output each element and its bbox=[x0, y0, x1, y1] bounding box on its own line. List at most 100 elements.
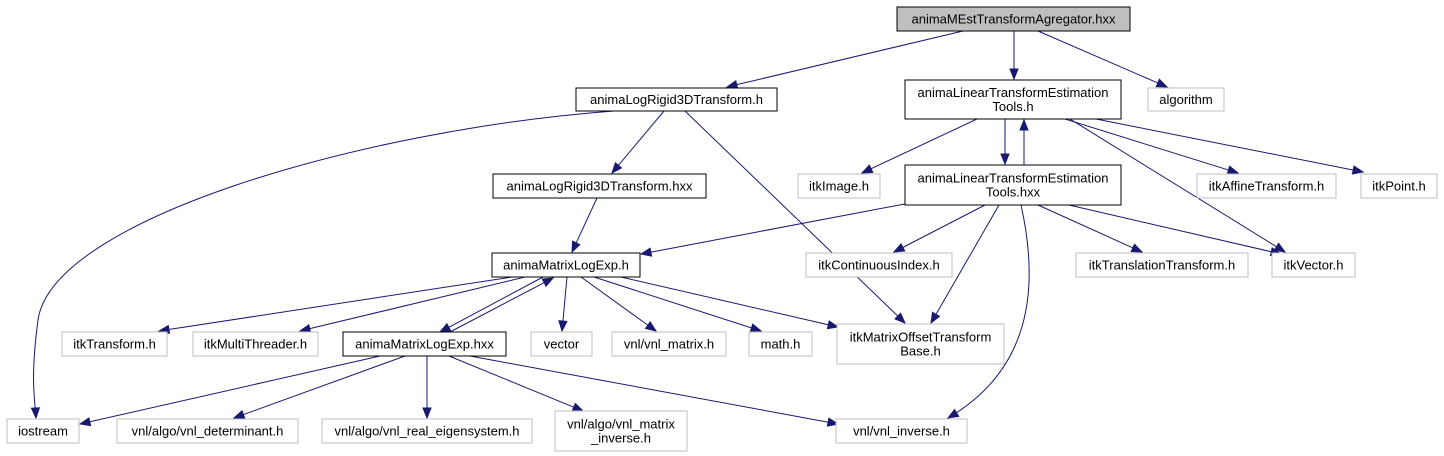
node-layer: animaMEstTransformAgregator.hxx animaLogR… bbox=[6, 6, 1438, 452]
node-label: itkTransform.h bbox=[73, 337, 156, 352]
edge-line bbox=[447, 276, 544, 329]
edge-arrowhead bbox=[644, 321, 658, 332]
node-label: iostream bbox=[18, 424, 68, 439]
edge-arrowhead bbox=[826, 417, 840, 427]
node-box bbox=[491, 252, 641, 278]
node-label: animaLinearTransformEstimation bbox=[918, 171, 1109, 186]
edge-line bbox=[1064, 118, 1230, 171]
node-matrixlogexp-h[interactable]: animaMatrixLogExp.h bbox=[491, 252, 641, 278]
edge-matrixlogexp-h-to-vector bbox=[558, 276, 568, 333]
node-label: animaMEstTransformAgregator.hxx bbox=[912, 12, 1116, 27]
node-label: vnl/vnl_inverse.h bbox=[853, 424, 950, 439]
node-vnl-eigensystem: vnl/algo/vnl_real_eigensystem.h bbox=[321, 418, 533, 444]
node-iostream: iostream bbox=[6, 418, 80, 444]
edge-line bbox=[649, 202, 911, 253]
node-label: animaLogRigid3DTransform.hxx bbox=[507, 179, 693, 194]
edge-matrixlogexp-h-to-itkMatrixOffset bbox=[620, 276, 840, 330]
node-box bbox=[1075, 252, 1249, 278]
node-logrigid-h[interactable]: animaLogRigid3DTransform.h bbox=[575, 87, 778, 112]
edge-matrixlogexp-hxx-to-vnl-inverse bbox=[469, 355, 840, 427]
node-vnl-matrix-inverse: vnl/algo/vnl_matrix_inverse.h bbox=[554, 410, 688, 452]
node-box bbox=[748, 331, 813, 357]
node-label: vnl/algo/vnl_matrix bbox=[567, 417, 675, 432]
edge-arrowhead bbox=[1351, 165, 1365, 175]
edge-line bbox=[684, 110, 899, 318]
node-logrigid-hxx[interactable]: animaLogRigid3DTransform.hxx bbox=[492, 173, 707, 199]
node-label: vnl/algo/vnl_real_eigensystem.h bbox=[335, 424, 520, 439]
node-vnl-matrix: vnl/vnl_matrix.h bbox=[611, 331, 727, 357]
edge-arrowhead bbox=[571, 402, 585, 412]
edge-line bbox=[593, 276, 753, 329]
node-itkImage: itkImage.h bbox=[797, 173, 881, 199]
edge-line bbox=[1037, 30, 1159, 84]
node-itkVector: itkVector.h bbox=[1271, 252, 1356, 278]
node-algorithm: algorithm bbox=[1147, 87, 1225, 112]
edge-arrowhead bbox=[422, 407, 432, 420]
edge-logrigid-hxx-to-matrixlogexp-h bbox=[571, 197, 598, 254]
edge-logrigid-h-to-iostream bbox=[30, 110, 615, 420]
edge-line bbox=[1037, 204, 1135, 249]
node-itkMultiThreader: itkMultiThreader.h bbox=[192, 331, 319, 357]
edge-arrowhead bbox=[30, 407, 41, 420]
edge-arrowhead bbox=[725, 79, 739, 90]
edge-arrowhead bbox=[541, 277, 555, 288]
edge-matrixlogexp-h-to-vnl-matrix bbox=[580, 276, 658, 332]
edge-matrixlogexp-h-to-math bbox=[593, 276, 763, 333]
edge-layer bbox=[30, 30, 1365, 427]
edge-linear-tools-hxx-to-matrixlogexp-h bbox=[639, 202, 911, 257]
edge-line bbox=[88, 355, 381, 423]
node-box bbox=[896, 6, 1131, 32]
node-box bbox=[116, 418, 299, 444]
edge-line bbox=[448, 355, 575, 409]
edge-line bbox=[1068, 204, 1273, 253]
edge-arrowhead bbox=[611, 161, 623, 175]
edge-arrowhead bbox=[1019, 118, 1029, 131]
node-label: vector bbox=[544, 337, 580, 352]
node-box bbox=[904, 79, 1122, 120]
edge-arrowhead bbox=[558, 320, 568, 333]
node-matrixlogexp-hxx[interactable]: animaMatrixLogExp.hxx bbox=[342, 331, 507, 357]
edge-arrowhead bbox=[298, 323, 312, 334]
edge-line bbox=[1095, 118, 1355, 171]
node-box bbox=[530, 331, 593, 357]
edge-line bbox=[620, 276, 830, 326]
node-box bbox=[492, 173, 707, 199]
edge-matrixlogexp-h-to-itkTransform bbox=[157, 276, 513, 335]
node-label: math.h bbox=[761, 337, 801, 352]
edge-arrowhead bbox=[860, 164, 874, 174]
edge-line bbox=[869, 118, 978, 170]
edge-arrowhead bbox=[1000, 153, 1010, 166]
edge-matrixlogexp-hxx-to-iostream bbox=[78, 355, 381, 427]
edge-logrigid-h-to-logrigid-hxx bbox=[611, 110, 665, 175]
edge-line bbox=[242, 355, 406, 416]
node-box bbox=[1360, 173, 1438, 199]
node-vector: vector bbox=[530, 331, 593, 357]
edge-line bbox=[947, 204, 1030, 419]
edge-arrowhead bbox=[639, 247, 653, 257]
edge-arrowhead bbox=[1009, 68, 1019, 81]
edge-line bbox=[562, 276, 568, 323]
edge-line bbox=[580, 276, 649, 327]
edge-arrowhead bbox=[1130, 243, 1144, 253]
node-label: algorithm bbox=[1159, 92, 1212, 107]
node-label: Tools.h bbox=[992, 99, 1033, 114]
node-label: Base.h bbox=[900, 344, 940, 359]
edge-arrowhead bbox=[438, 322, 452, 333]
node-math: math.h bbox=[748, 331, 813, 357]
edge-linear-tools-hxx-to-itkTranslation bbox=[1037, 204, 1144, 253]
edge-arrowhead bbox=[749, 323, 763, 333]
edge-arrowhead bbox=[1155, 78, 1169, 88]
node-root[interactable]: animaMEstTransformAgregator.hxx bbox=[896, 6, 1131, 32]
edge-arrowhead bbox=[78, 417, 92, 427]
node-label: itkContinuousIndex.h bbox=[818, 258, 939, 273]
edge-line bbox=[469, 355, 830, 423]
edge-matrixlogexp-hxx-to-vnl-determinant bbox=[232, 355, 406, 419]
edge-matrixlogexp-hxx-to-matrixlogexp-h bbox=[449, 277, 555, 333]
edge-linear-tools-h-to-linear-tools-hxx bbox=[1000, 119, 1010, 166]
node-box bbox=[835, 418, 968, 444]
edge-arrowhead bbox=[1273, 242, 1287, 253]
edge-matrixlogexp-hxx-to-vnl-eigensystem bbox=[422, 356, 432, 420]
